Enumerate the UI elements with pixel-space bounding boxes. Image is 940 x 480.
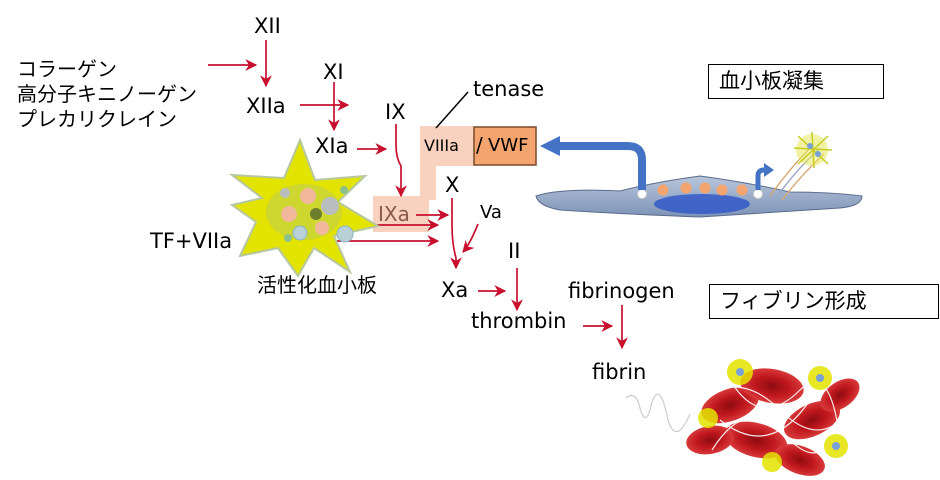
- cascade-arrows: [208, 40, 628, 350]
- factor-xiia: XIIa: [246, 94, 286, 118]
- activated-platelet-label: 活性化血小板: [257, 273, 377, 297]
- activator-prekallikrein: プレカリクレイン: [17, 107, 177, 131]
- factor-xi: XI: [323, 60, 344, 84]
- platelet-aggregation-box: 血小板凝集: [708, 64, 884, 100]
- fibrin-clot-illustration: [625, 359, 860, 476]
- tenase-pointer: [435, 91, 469, 129]
- activated-platelet-illustration: [228, 137, 381, 278]
- slash-separator: /: [476, 133, 483, 157]
- vwf-box: [473, 126, 537, 166]
- thrombin-label: thrombin: [471, 309, 567, 333]
- factor-xa: Xa: [441, 278, 469, 302]
- fibrinogen-label: fibrinogen: [568, 279, 675, 303]
- ixa-highlight: [373, 196, 429, 232]
- viiia-highlight: [420, 126, 474, 166]
- tenase-label: tenase: [473, 77, 545, 101]
- activator-hmwk: 高分子キニノーゲン: [17, 82, 197, 106]
- platelet-adhesion-illustration: [535, 131, 863, 218]
- factor-viiia: VIIIa: [424, 136, 459, 155]
- fibrin-label: fibrin: [592, 360, 647, 384]
- vwf-label: VWF: [488, 135, 529, 156]
- factor-va: Va: [480, 202, 502, 223]
- fibrin-formation-box: フィブリン形成: [709, 284, 939, 320]
- factor-ii: II: [508, 239, 521, 263]
- factor-x: X: [445, 173, 460, 197]
- activator-collagen: コラーゲン: [17, 57, 117, 81]
- factor-ixa: IXa: [378, 202, 410, 226]
- small-aggregate: [793, 131, 833, 169]
- factor-xii: XII: [254, 14, 281, 38]
- factor-xia: XIa: [315, 134, 349, 158]
- factor-ix: IX: [385, 100, 406, 124]
- tf-viia-label: TF+VIIa: [150, 229, 233, 253]
- clot-platelets: [698, 359, 848, 472]
